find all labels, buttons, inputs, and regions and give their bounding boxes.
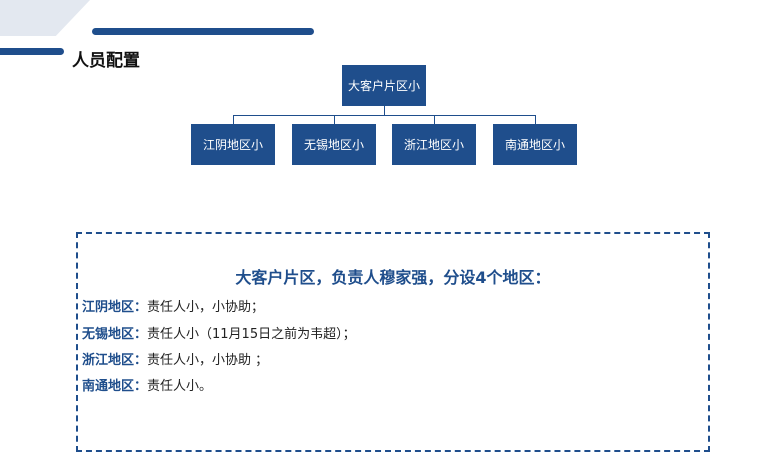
region-text: 责任人小（11月15日之前为韦超）； (147, 327, 356, 342)
corner-decoration (0, 0, 90, 36)
org-node-jiangyin: 江阴地区小 (191, 124, 275, 165)
info-panel: 大客户片区，负责人穆家强，分设4个地区： 江阴地区：责任人小，小协助； 无锡地区… (76, 232, 710, 452)
connector-line (434, 115, 435, 124)
region-name: 无锡地区： (82, 327, 148, 342)
connector-line (233, 115, 536, 116)
region-row: 江阴地区：责任人小，小协助； (82, 296, 264, 315)
org-node-wuxi: 无锡地区小 (292, 124, 376, 165)
connector-line (233, 115, 234, 124)
region-name: 浙江地区： (82, 353, 148, 368)
connector-line (334, 115, 335, 124)
org-node-zhejiang: 浙江地区小 (392, 124, 476, 165)
info-heading: 大客户片区，负责人穆家强，分设4个地区： (235, 268, 551, 287)
connector-line (535, 115, 536, 124)
title-accent-bar (0, 48, 64, 55)
region-name: 南通地区： (82, 379, 148, 394)
region-text: 责任人小，小协助 ； (147, 353, 269, 368)
region-row: 浙江地区：责任人小，小协助 ； (82, 349, 268, 368)
header-accent-bar (92, 28, 314, 35)
region-row: 无锡地区：责任人小（11月15日之前为韦超）； (82, 323, 356, 342)
region-row: 南通地区：责任人小。 (82, 375, 212, 394)
region-name: 江阴地区： (82, 300, 148, 315)
page-title: 人员配置 (72, 51, 140, 71)
org-node-nantong: 南通地区小 (493, 124, 577, 165)
connector-line (384, 106, 385, 115)
region-text: 责任人小，小协助； (147, 300, 265, 315)
org-root-node: 大客户片区小 (342, 65, 426, 106)
region-text: 责任人小。 (147, 379, 213, 394)
